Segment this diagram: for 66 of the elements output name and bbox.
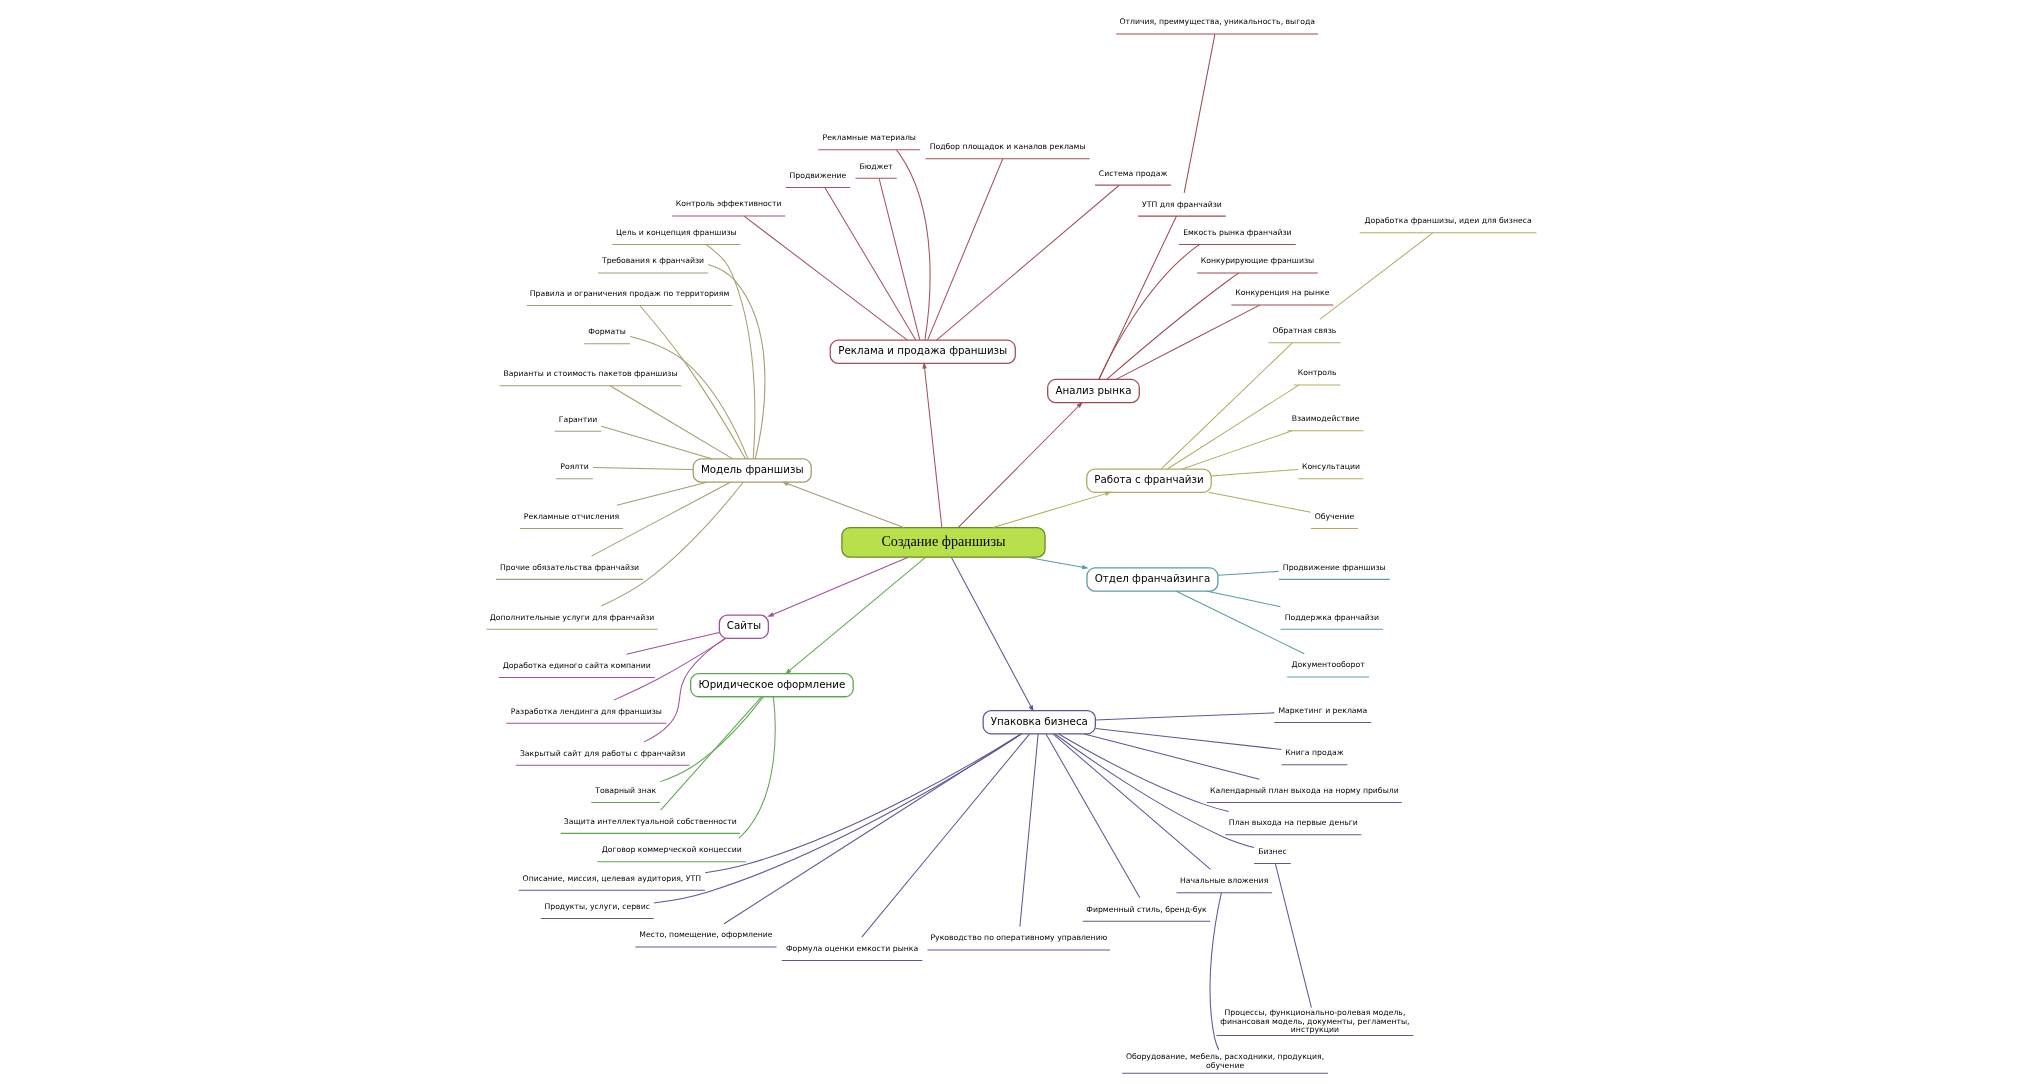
connector bbox=[1097, 244, 1200, 380]
connector bbox=[638, 305, 746, 460]
connector bbox=[659, 696, 762, 811]
connector bbox=[629, 335, 748, 460]
connector bbox=[935, 184, 1120, 341]
connector bbox=[609, 385, 733, 460]
node-box: Реклама и продажа франшизы bbox=[829, 339, 1016, 365]
connector bbox=[590, 481, 731, 557]
node-box: Анализ рынка bbox=[1046, 378, 1140, 404]
connector bbox=[652, 733, 1022, 904]
connector bbox=[878, 177, 920, 341]
connector bbox=[1209, 892, 1222, 1051]
arrow bbox=[950, 556, 1034, 712]
connector bbox=[1175, 590, 1305, 655]
connector bbox=[1094, 728, 1282, 750]
connector bbox=[1083, 733, 1260, 780]
arrow bbox=[781, 481, 904, 529]
node-box: Работа с франчайзи bbox=[1085, 468, 1212, 493]
connector bbox=[704, 244, 755, 460]
connector bbox=[823, 187, 916, 341]
connector bbox=[1094, 712, 1275, 721]
connector bbox=[737, 696, 776, 839]
node-box: Создание франшизы bbox=[840, 526, 1046, 558]
arrow bbox=[1025, 556, 1089, 570]
arrow bbox=[766, 556, 909, 617]
connector bbox=[600, 425, 713, 460]
connector bbox=[1166, 384, 1299, 470]
arrow bbox=[991, 491, 1112, 529]
connector bbox=[1105, 272, 1240, 380]
connector bbox=[1051, 733, 1211, 870]
connector bbox=[1053, 733, 1255, 849]
connector bbox=[1181, 430, 1292, 470]
connector bbox=[625, 631, 720, 655]
arrow bbox=[784, 556, 926, 675]
connector bbox=[860, 733, 1030, 938]
connector bbox=[612, 637, 727, 701]
connector bbox=[1115, 304, 1260, 380]
arrow bbox=[921, 361, 942, 528]
connector bbox=[1318, 232, 1433, 320]
connector bbox=[1044, 733, 1140, 899]
connector bbox=[743, 215, 908, 341]
connector bbox=[1217, 570, 1279, 576]
connector bbox=[1206, 590, 1281, 608]
connector bbox=[591, 467, 694, 470]
connector bbox=[926, 158, 1003, 341]
connector bbox=[1183, 33, 1215, 194]
connector bbox=[707, 263, 765, 460]
connector bbox=[1098, 215, 1177, 380]
connector bbox=[659, 696, 764, 783]
node-box: Отдел франчайзинга bbox=[1085, 567, 1219, 592]
connector bbox=[1057, 733, 1229, 813]
connector bbox=[1160, 342, 1293, 470]
connector bbox=[600, 481, 744, 607]
connector bbox=[642, 637, 725, 743]
node-box: Юридическое оформление bbox=[689, 672, 854, 698]
connector bbox=[895, 149, 931, 341]
node-box: Модель франшизы bbox=[692, 458, 812, 483]
connector bbox=[1018, 733, 1039, 928]
node-box: Упаковка бизнеса bbox=[982, 709, 1096, 735]
connector bbox=[1274, 863, 1312, 1009]
connector bbox=[615, 481, 707, 506]
connector bbox=[723, 733, 1022, 925]
arrow bbox=[957, 401, 1083, 528]
connector bbox=[1207, 491, 1311, 513]
node-box: Сайты bbox=[718, 614, 769, 639]
connector bbox=[1210, 468, 1299, 477]
